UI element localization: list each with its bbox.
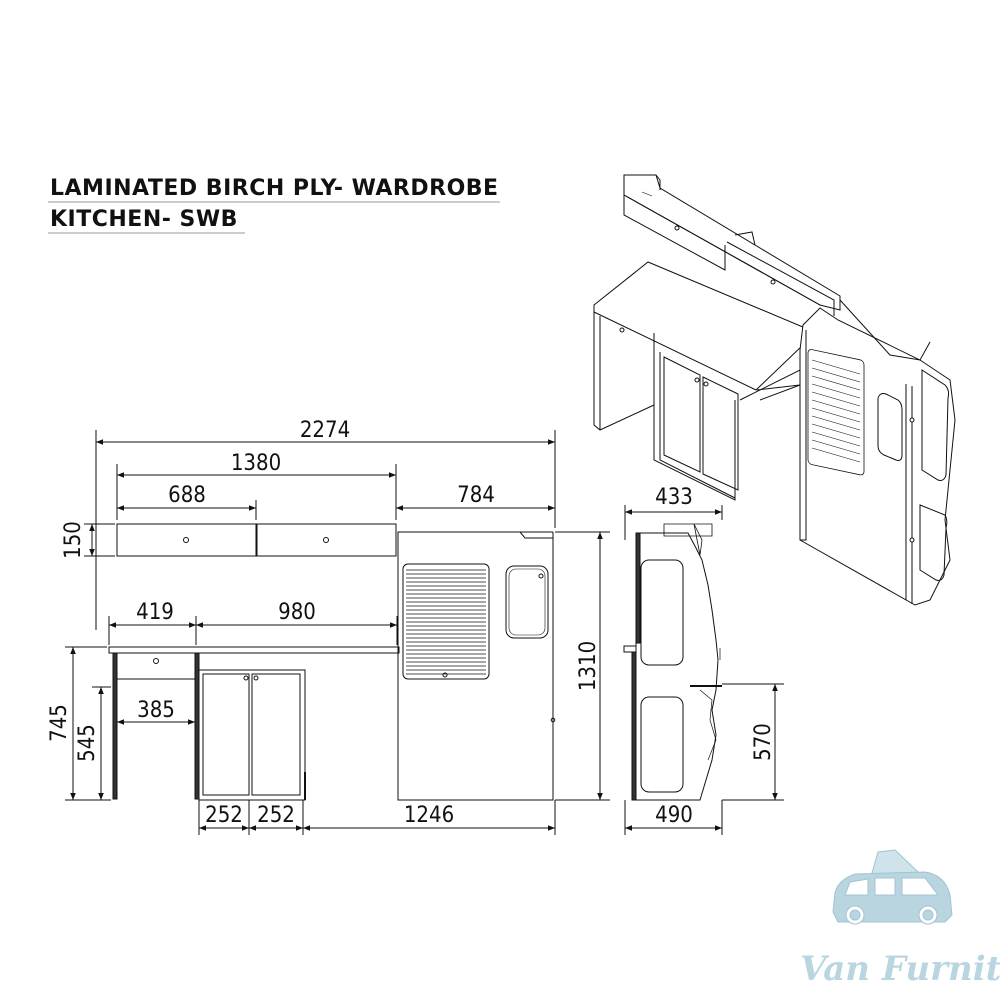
center-leg (194, 652, 200, 800)
side-upper-cabinet (635, 532, 641, 644)
side-door-lower (640, 696, 684, 793)
dim-upper-cabinets-width: 1380 (231, 451, 281, 476)
dim-side-top-depth: 433 (655, 485, 693, 510)
dim-leg-inner-width: 385 (137, 698, 175, 723)
isometric-view (593, 174, 956, 606)
left-leg (112, 652, 118, 800)
side-lower-leg (631, 651, 637, 801)
brand-logo: Van Furniture (800, 849, 1000, 989)
upper-cabinet-left (116, 523, 257, 557)
cabinet-knob (323, 537, 329, 543)
dim-side-bottom-depth: 490 (655, 803, 693, 828)
dim-upper-cabinet-unit: 688 (168, 483, 206, 508)
side-elevation (623, 523, 722, 801)
front-dimension-lines (65, 430, 610, 835)
dim-door-width-left: 252 (205, 803, 243, 828)
front-dimension-labels: 2274 1380 688 784 419 980 385 252 252 12… (47, 418, 601, 828)
side-door-upper (640, 559, 684, 666)
dim-side-lower-height: 570 (751, 723, 776, 761)
dim-leg-height: 545 (75, 724, 100, 762)
dim-wardrobe-height: 1310 (576, 641, 601, 691)
louvred-door (402, 563, 490, 680)
side-wardrobe-profile (635, 532, 719, 801)
dim-wardrobe-base-width: 1246 (404, 803, 454, 828)
dim-worktop-right: 980 (278, 600, 316, 625)
dim-overall-height-worktop: 745 (47, 704, 72, 742)
front-elevation (108, 523, 556, 801)
dim-wardrobe-width: 784 (457, 483, 495, 508)
dim-upper-cabinet-height: 150 (61, 521, 86, 559)
dim-door-width-right: 252 (257, 803, 295, 828)
louvre-slats (406, 569, 486, 675)
brand-logo-text: Van Furniture (800, 949, 1000, 989)
drawing-title-line-1: LAMINATED BIRCH PLY- WARDROBE (50, 176, 499, 201)
side-worktop (623, 645, 637, 653)
side-dimension-labels: 433 490 570 (655, 485, 776, 828)
door-left (202, 673, 250, 796)
worktop (108, 646, 400, 654)
van-icon (832, 849, 953, 925)
drawer-front (116, 652, 196, 680)
side-dimension-lines (624, 505, 784, 835)
dim-overall-width: 2274 (300, 418, 350, 443)
cabinet-knob (183, 537, 189, 543)
upper-cabinet-right (256, 523, 397, 557)
drawing-title-line-2: KITCHEN- SWB (50, 207, 238, 232)
door-right (251, 673, 301, 796)
access-panel (505, 565, 549, 639)
dim-worktop-left: 419 (136, 600, 174, 625)
title-underlines (48, 201, 500, 234)
